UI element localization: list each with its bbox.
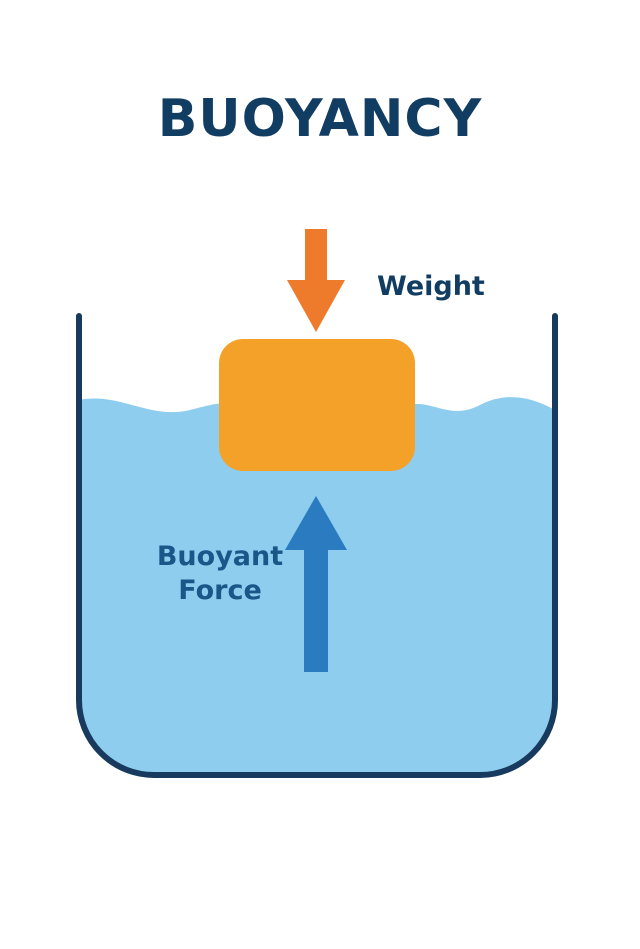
buoyant-arrow-head (285, 496, 347, 550)
weight-arrow-head (287, 280, 345, 332)
floating-block (219, 339, 415, 471)
page-title: BUOYANCY (157, 89, 483, 149)
buoyant-force-label: Buoyant Force (120, 540, 320, 608)
weight-arrow-shaft (305, 229, 327, 284)
buoyant-arrow-shaft (304, 548, 328, 672)
buoyant-force-label-line2: Force (178, 575, 262, 606)
weight-label: Weight (377, 271, 485, 302)
down-arrow-icon (287, 229, 345, 332)
container-outline (76, 313, 558, 778)
buoyant-force-label-line1: Buoyant (156, 541, 284, 572)
up-arrow-icon (285, 496, 347, 672)
